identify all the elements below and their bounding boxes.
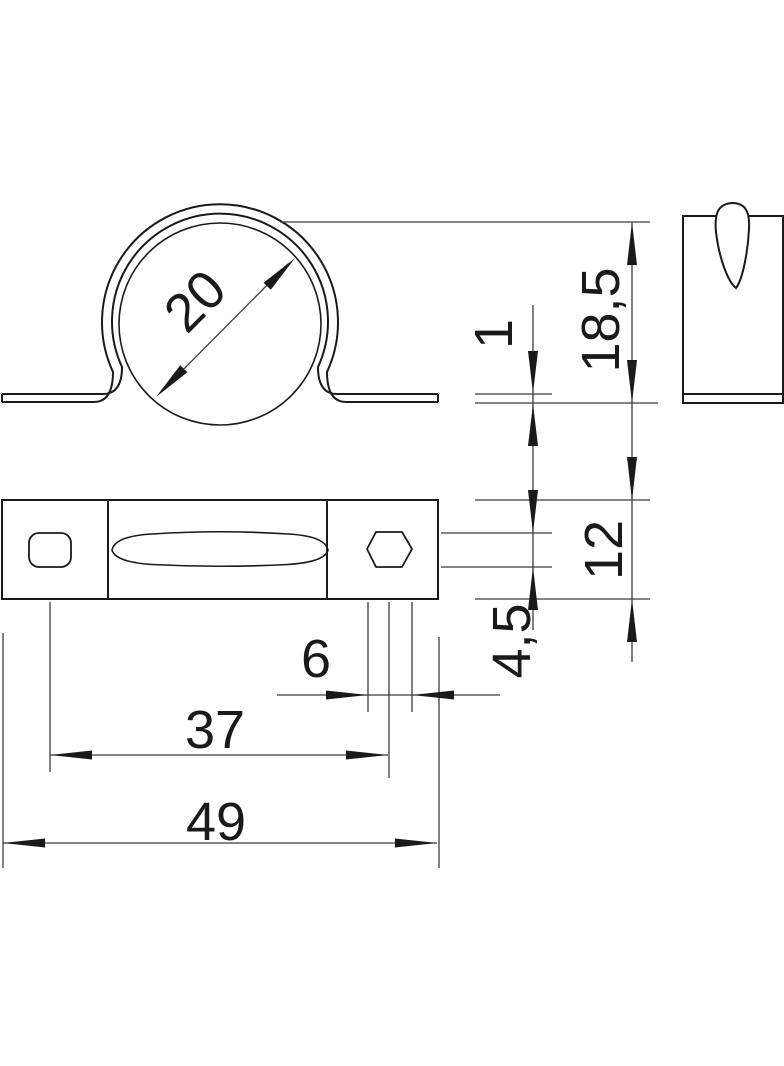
base-plate-outline [1,499,439,600]
arrow-12-top [627,457,637,500]
front-view [1,203,439,426]
dim-text-hole-height: 4,5 [482,603,542,678]
arrow-1-top [528,351,538,393]
dim-text-base-depth: 12 [574,520,634,580]
slot-emboss-profile [714,201,751,290]
arrow-37-right [346,750,388,760]
clamp-outer-contour [2,203,438,403]
arrow-20-upper [263,258,295,290]
clamp-inner-contour [2,212,438,395]
horizontal-dimensions [2,602,500,868]
arrow-18p5-top [627,222,637,265]
dim-text-material-thickness: 1 [464,319,524,349]
arrow-49-right [395,838,437,848]
dim-text-hex-hole-width: 6 [301,629,331,689]
center-slot [111,530,329,568]
side-view [682,201,784,404]
arrow-6-left [326,690,368,700]
arrow-4p5-top [528,490,538,533]
dim-text-hole-spacing: 37 [185,700,245,760]
horizontal-dimension-arrows [3,690,454,848]
arrow-12-bottom [627,599,637,642]
arrow-4p5-bottom [528,567,538,610]
left-mounting-hole [28,532,72,568]
arrow-49-left [3,838,45,848]
arrow-18p5-bottom [627,360,637,403]
right-hex-hole [366,531,413,568]
arrow-6-right [412,690,454,700]
top-view [1,499,439,600]
dim-text-overall-height: 18,5 [571,267,631,372]
arrow-37-left [50,750,92,760]
vertical-dimension-arrows [528,222,637,642]
arrow-20-lower [156,365,188,397]
dim-text-overall-length: 49 [186,792,246,852]
pipe-circle [118,222,322,426]
arrow-1-bottom [528,404,538,446]
